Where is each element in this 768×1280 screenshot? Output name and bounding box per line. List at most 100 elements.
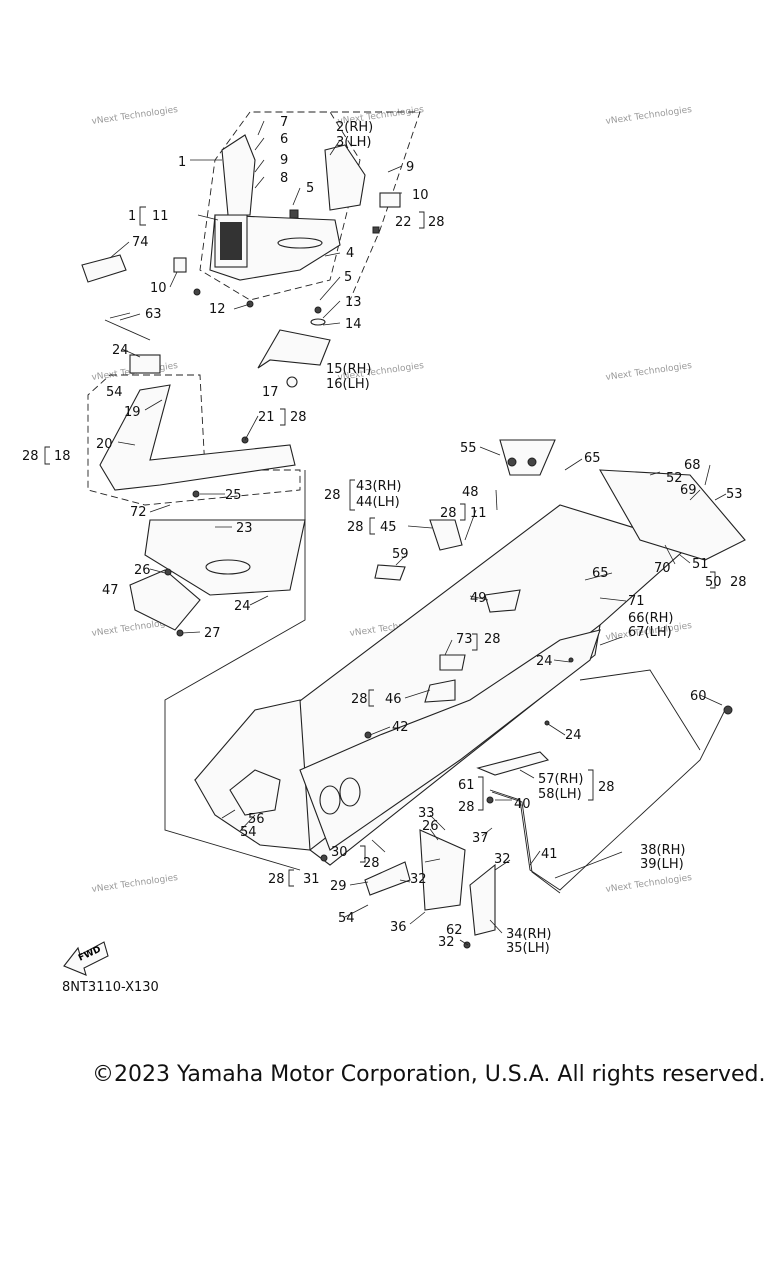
callout-55: 55 <box>460 441 477 456</box>
callout-24c: 24 <box>536 654 553 669</box>
callout-62: 62 <box>446 923 463 938</box>
callout-58-lh: 58(LH) <box>538 787 582 802</box>
watermark-10: vNext Technologies <box>91 873 179 895</box>
callout-56: 56 <box>248 812 265 827</box>
callout-21: 21 <box>258 410 275 425</box>
callout-50-28: 28 <box>730 575 747 590</box>
callout-1-group: 1 <box>128 209 136 224</box>
callout-15-rh: 15(RH) <box>326 362 372 377</box>
callout-49: 49 <box>470 591 487 606</box>
callout-63: 63 <box>145 307 162 322</box>
callout-52: 52 <box>666 471 683 486</box>
callout-74: 74 <box>132 235 149 250</box>
callout-28-11: 28 <box>440 506 457 521</box>
callout-72: 72 <box>130 505 147 520</box>
callout-10b: 10 <box>150 281 167 296</box>
exploded-view-drawing: vNext Technologies vNext Technologies vN… <box>22 105 747 976</box>
callout-54c: 54 <box>338 911 355 926</box>
callout-22-28: 28 <box>428 215 445 230</box>
callout-32b: 32 <box>494 852 511 867</box>
callout-25: 25 <box>225 488 242 503</box>
parts-diagram: vNext Technologies vNext Technologies vN… <box>22 105 747 976</box>
callout-61: 61 <box>458 778 475 793</box>
callout-16-lh: 16(LH) <box>326 377 370 392</box>
callout-14: 14 <box>345 317 362 332</box>
callout-19: 19 <box>124 405 141 420</box>
callout-22: 22 <box>395 215 412 230</box>
watermark-6: vNext Technologies <box>605 361 693 383</box>
callout-61-28: 28 <box>458 800 475 815</box>
leader-lines <box>109 120 727 946</box>
callout-66-rh: 66(RH) <box>628 611 674 626</box>
copyright-notice: ©2023 Yamaha Motor Corporation, U.S.A. A… <box>92 1062 766 1087</box>
watermark-1: vNext Technologies <box>91 105 179 127</box>
callout-28-18: 28 <box>22 449 39 464</box>
callout-34-rh: 34(RH) <box>506 927 552 942</box>
callout-6: 6 <box>280 132 288 147</box>
callout-65b: 65 <box>592 566 609 581</box>
callout-73-28: 28 <box>484 632 501 647</box>
callout-36: 36 <box>390 920 407 935</box>
callout-11b: 11 <box>470 506 487 521</box>
callout-24d: 24 <box>565 728 582 743</box>
callout-28-45: 28 <box>347 520 364 535</box>
callout-10a: 10 <box>412 188 429 203</box>
callout-26b: 26 <box>422 819 439 834</box>
watermark-11: vNext Technologies <box>605 873 693 895</box>
callout-24b: 24 <box>234 599 251 614</box>
callout-18: 18 <box>54 449 71 464</box>
callout-9b: 9 <box>406 160 414 175</box>
callout-47: 47 <box>102 583 119 598</box>
callout-37: 37 <box>472 831 489 846</box>
callout-48: 48 <box>462 485 479 500</box>
callout-70: 70 <box>654 561 671 576</box>
callout-43-rh: 43(RH) <box>356 479 402 494</box>
callout-69: 69 <box>680 483 697 498</box>
callout-65a: 65 <box>584 451 601 466</box>
callout-39-lh: 39(LH) <box>640 857 684 872</box>
callout-21-28: 28 <box>290 410 307 425</box>
callout-17: 17 <box>262 385 279 400</box>
callout-11: 11 <box>152 209 169 224</box>
callout-41: 41 <box>541 847 558 862</box>
callout-57-rh: 57(RH) <box>538 772 584 787</box>
callout-13: 13 <box>345 295 362 310</box>
callout-4: 4 <box>346 246 354 261</box>
callout-71: 71 <box>628 594 645 609</box>
callout-67-lh: 67(LH) <box>628 625 672 640</box>
callout-31: 31 <box>303 872 320 887</box>
callout-53: 53 <box>726 487 743 502</box>
callout-68: 68 <box>684 458 701 473</box>
callout-45: 45 <box>380 520 397 535</box>
group-outlines <box>87 111 701 871</box>
callout-33: 33 <box>418 806 435 821</box>
callout-5a: 5 <box>306 181 314 196</box>
callout-29: 29 <box>330 879 347 894</box>
callout-28-43: 28 <box>324 488 341 503</box>
callout-labels: 1 2(RH) 3(LH) 4 5 5 6 7 8 9 9 10 10 1 11… <box>22 115 747 956</box>
callout-46: 46 <box>385 692 402 707</box>
front-frame-assembly <box>81 134 401 388</box>
callout-57-28: 28 <box>598 780 615 795</box>
callout-12: 12 <box>209 302 226 317</box>
tunnel-chassis <box>194 439 746 949</box>
callout-32a: 32 <box>410 872 427 887</box>
callout-9a: 9 <box>280 153 288 168</box>
callout-27: 27 <box>204 626 221 641</box>
watermark-3: vNext Technologies <box>605 105 693 127</box>
callout-5b: 5 <box>344 270 352 285</box>
callout-50: 50 <box>705 575 722 590</box>
fwd-arrow-icon: FWD <box>63 941 109 976</box>
callout-51: 51 <box>692 557 709 572</box>
bracket-marks <box>44 206 716 887</box>
callout-73: 73 <box>456 632 473 647</box>
callout-1: 1 <box>178 155 186 170</box>
callout-3-lh: 3(LH) <box>336 135 371 150</box>
callout-38-rh: 38(RH) <box>640 843 686 858</box>
callout-23: 23 <box>236 521 253 536</box>
callout-35-lh: 35(LH) <box>506 941 550 956</box>
front-suspension-frame <box>99 354 306 637</box>
callout-7: 7 <box>280 115 288 130</box>
callout-8: 8 <box>280 171 288 186</box>
callout-54a: 54 <box>106 385 123 400</box>
